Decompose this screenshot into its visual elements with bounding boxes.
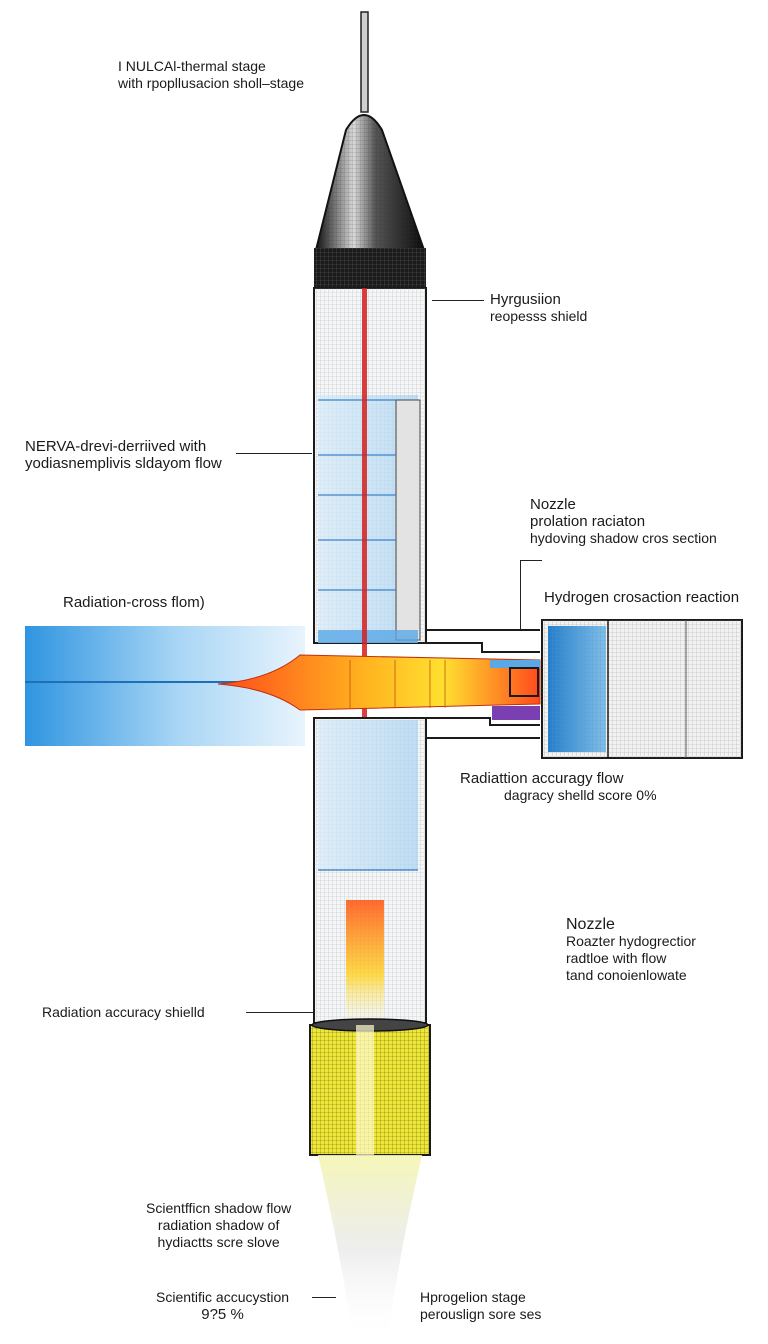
connector-pipes	[426, 629, 540, 739]
label-radiation-cross: Radiation-cross flom)	[63, 594, 205, 611]
label-hyrgusiion: Hyrgusiion reopesss shield	[490, 291, 588, 324]
reactor-core-flow	[217, 654, 541, 711]
label-accuracy-shield: Radiation accuracy shielld	[42, 1004, 205, 1020]
hot-exhaust-column	[346, 900, 384, 1025]
control-element	[492, 706, 540, 720]
antenna-mast	[360, 11, 369, 113]
exhaust-plume	[318, 1155, 422, 1344]
leader-hyrgusiion	[432, 300, 484, 301]
leader-accucystion	[312, 1297, 336, 1298]
label-hydrogen-reaction: Hydrogen crosaction reaction	[544, 589, 740, 606]
label-nozzle-top: Nozzle prolation raciaton hydoving shado…	[530, 496, 717, 546]
label-top-title: I NULCAl-thermal stage with rpopllusacio…	[118, 58, 304, 91]
label-accuracy-flow: Radiattion accuragy flow dagracy shelld …	[460, 770, 657, 803]
label-accucystion: Scientific accucystion 9?5 %	[156, 1289, 290, 1323]
leader-nerva	[236, 453, 312, 454]
label-nerva: NERVA-drevi-derriived with yodiasnempliv…	[25, 438, 222, 472]
label-hyprogelion: Hprogelion stage perouslign sore ses	[420, 1289, 542, 1322]
leader-nozzle-top	[520, 560, 521, 630]
hydrogen-feed-line	[362, 288, 367, 1023]
label-shadow-flow: Scientfficn shadow flow radiation shadow…	[146, 1200, 292, 1250]
label-nozzle-mid: Nozzle Roazter hydogrectior radtloe with…	[566, 916, 696, 983]
leader-accuracy-shield	[246, 1012, 314, 1013]
